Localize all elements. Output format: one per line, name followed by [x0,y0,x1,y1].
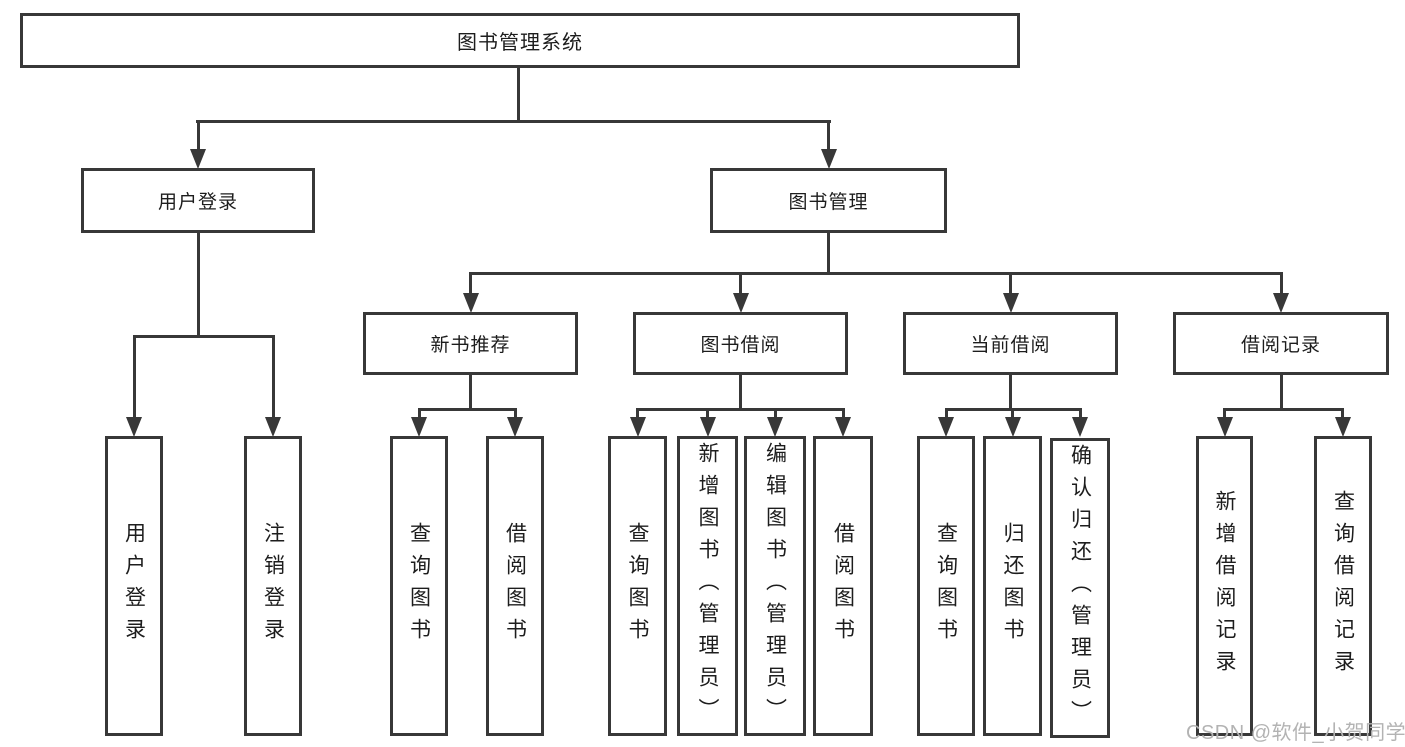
node-label: 确认归还（管理员） [1068,444,1092,732]
tree-arrow [732,272,749,313]
tree-edge [132,335,275,338]
tree-edge [1009,375,1012,410]
node-label: 借阅记录 [1240,335,1321,356]
leaf-borrow-books-borrowing: 借阅图书 [813,436,873,736]
node-label: 查询图书 [407,522,431,650]
node-label: 注销登录 [261,522,285,650]
node-label: 图书管理系统 [457,32,583,54]
tree-arrow [190,120,206,169]
node-label: 当前借阅 [970,335,1051,356]
node-new-book-recommendation: 新书推荐 [363,312,578,375]
leaf-edit-book-admin: 编辑图书（管理员） [744,436,806,736]
tree-arrow [1004,408,1021,437]
node-label: 新书推荐 [430,335,511,356]
tree-edge [1223,408,1344,411]
leaf-add-book-admin: 新增图书（管理员） [677,436,738,736]
tree-arrow [938,408,954,437]
node-book-management: 图书管理 [710,168,947,233]
tree-edge [196,233,200,337]
tree-arrow [1072,408,1088,437]
tree-arrow [1273,272,1289,313]
leaf-query-books-recommend: 查询图书 [390,436,448,736]
leaf-return-books: 归还图书 [983,436,1042,736]
leaf-confirm-return-admin: 确认归还（管理员） [1050,438,1110,738]
tree-edge [469,375,472,410]
tree-edge [739,375,742,410]
node-label: 查询图书 [934,522,958,650]
node-user-login: 用户登录 [81,168,315,233]
node-book-borrowing: 图书借阅 [633,312,848,375]
tree-arrow [462,272,479,313]
node-current-borrowing: 当前借阅 [903,312,1118,375]
node-borrowing-records: 借阅记录 [1173,312,1389,375]
node-label: 借阅图书 [503,522,527,650]
tree-edge [827,233,830,274]
tree-arrow [820,120,837,169]
node-label: 用户登录 [122,522,146,650]
tree-arrow [411,408,427,437]
node-label: 新增图书（管理员） [696,442,719,730]
tree-edge [636,408,845,411]
node-label: 归还图书 [1001,522,1024,650]
tree-edge [469,272,1283,275]
node-label: 图书借阅 [700,335,781,356]
tree-arrow [699,408,716,437]
node-library-management-system: 图书管理系统 [20,13,1020,68]
leaf-logout: 注销登录 [244,436,302,736]
node-label: 编辑图书（管理员） [763,442,787,730]
node-label: 查询图书 [626,522,649,650]
leaf-query-books-borrowing: 查询图书 [608,436,667,736]
node-label: 新增借阅记录 [1213,490,1236,682]
tree-edge [196,120,831,123]
tree-arrow [507,408,523,437]
tree-edge [417,408,517,411]
leaf-user-login: 用户登录 [105,436,163,736]
node-label: 借阅图书 [831,522,855,650]
leaf-query-borrow-record: 查询借阅记录 [1314,436,1372,736]
node-label: 用户登录 [157,192,238,213]
tree-arrow [835,408,851,437]
tree-edge [1279,375,1283,410]
node-label: 图书管理 [788,192,869,213]
tree-edge [517,68,520,122]
tree-arrow [1002,272,1019,313]
leaf-borrow-books-recommend: 借阅图书 [486,436,544,736]
tree-arrow [629,408,646,437]
node-label: 查询借阅记录 [1331,490,1355,682]
leaf-query-books-current: 查询图书 [917,436,975,736]
tree-arrow [126,335,142,437]
tree-arrow [1216,408,1233,437]
tree-arrow [767,408,783,437]
tree-arrow [265,335,281,437]
tree-arrow [1334,408,1351,437]
csdn-watermark: CSDN @软件_小贺同学 [1186,722,1405,744]
leaf-add-borrow-record: 新增借阅记录 [1196,436,1253,736]
